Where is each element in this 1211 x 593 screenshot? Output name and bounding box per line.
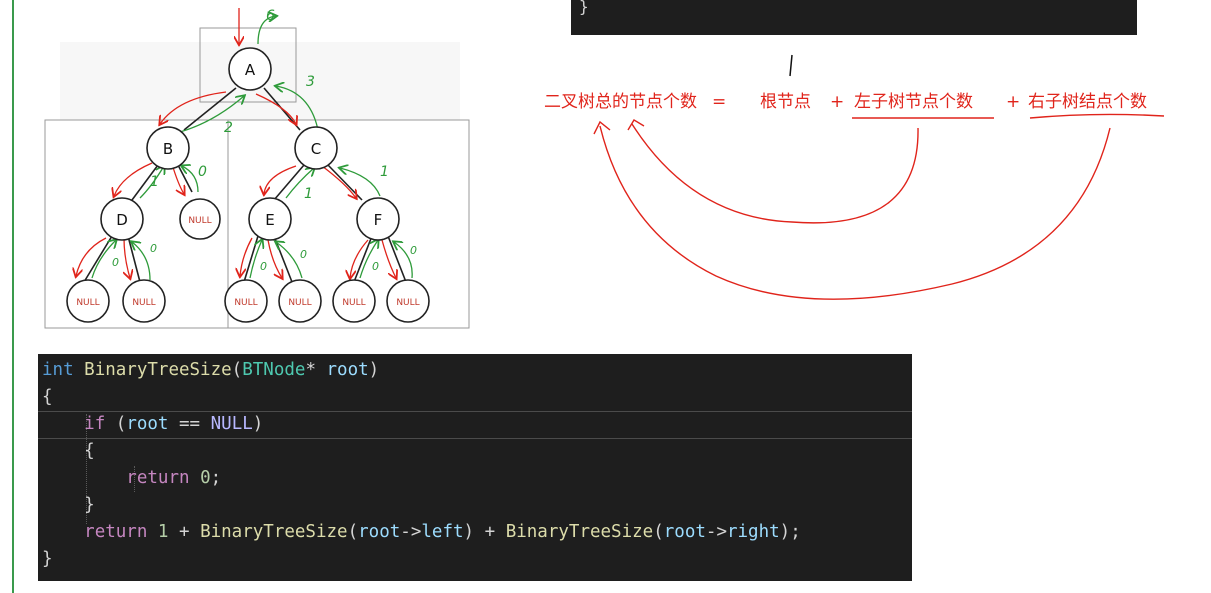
label-e-return: 1 bbox=[304, 186, 313, 202]
null-node: NULL bbox=[132, 298, 155, 308]
right-subtree-box bbox=[227, 119, 470, 329]
current-line-highlight bbox=[38, 411, 912, 439]
node-e: E bbox=[265, 211, 274, 229]
text-cursor bbox=[789, 54, 793, 77]
null-node: NULL bbox=[188, 216, 211, 226]
label-d-right: 0 bbox=[150, 242, 157, 255]
tree-nodes bbox=[66, 47, 430, 323]
top-code-snippet: } bbox=[571, 0, 1137, 35]
label-f-left: 0 bbox=[372, 260, 379, 273]
label-a-return: 6 bbox=[266, 8, 275, 24]
null-node: NULL bbox=[234, 298, 257, 308]
code-line-8: } bbox=[42, 549, 53, 569]
label-d-return: 1 bbox=[150, 174, 159, 190]
binary-tree-diagram: 6 3 2 1 0 1 1 0 0 0 0 0 0 A B C D E F NU… bbox=[44, 8, 1165, 329]
code-line-5: return 0; bbox=[126, 468, 222, 488]
indent-guide bbox=[134, 466, 135, 492]
recursive-call-arrows bbox=[76, 8, 396, 278]
code-line-7: return 1 + BinaryTreeSize(root->left) + … bbox=[84, 522, 801, 542]
return-value-arrows bbox=[91, 16, 413, 281]
formula-arrows bbox=[593, 113, 1165, 300]
node-b: B bbox=[163, 140, 173, 158]
page-left-rule bbox=[12, 0, 14, 593]
null-node: NULL bbox=[396, 298, 419, 308]
label-d-left: 0 bbox=[112, 256, 119, 269]
return-value-labels: 6 3 2 1 0 1 1 0 0 0 0 0 0 bbox=[112, 8, 417, 273]
formula-right: 右子树结点个数 bbox=[1028, 92, 1147, 112]
code-line-2: { bbox=[42, 387, 53, 407]
formula-left: 左子树节点个数 bbox=[854, 92, 973, 112]
root-box bbox=[199, 27, 297, 103]
node-f: F bbox=[374, 211, 383, 229]
code-line-6: } bbox=[84, 495, 95, 515]
code-line-1: int BinaryTreeSize(BTNode* root) bbox=[42, 360, 380, 380]
null-node: NULL bbox=[288, 298, 311, 308]
formula: 二叉树总的节点个数 = 根节点 + 左子树节点个数 + 右子树结点个数 bbox=[544, 92, 1147, 112]
formula-plus-1: + bbox=[830, 92, 844, 112]
indent-guide bbox=[86, 414, 87, 524]
label-e-left: 0 bbox=[260, 260, 267, 273]
formula-total: 二叉树总的节点个数 bbox=[544, 92, 697, 112]
code-line-3: if (root == NULL) bbox=[84, 414, 264, 434]
label-b-return: 2 bbox=[224, 120, 233, 136]
formula-equals: = bbox=[712, 92, 726, 112]
label-c-return: 3 bbox=[306, 74, 315, 90]
label-null-return: 0 bbox=[198, 164, 207, 180]
label-f-right: 0 bbox=[410, 244, 417, 257]
code-editor: int BinaryTreeSize(BTNode* root) { if (r… bbox=[38, 354, 912, 581]
node-d: D bbox=[116, 211, 128, 229]
code-line-4: { bbox=[84, 441, 95, 461]
node-a: A bbox=[245, 61, 256, 79]
formula-root: 根节点 bbox=[760, 92, 811, 112]
null-node: NULL bbox=[342, 298, 365, 308]
closing-brace: } bbox=[579, 0, 589, 16]
formula-plus-2: + bbox=[1006, 92, 1020, 112]
node-c: C bbox=[311, 140, 321, 158]
label-f-return: 1 bbox=[380, 164, 389, 180]
label-e-right: 0 bbox=[300, 248, 307, 261]
null-node: NULL bbox=[76, 298, 99, 308]
